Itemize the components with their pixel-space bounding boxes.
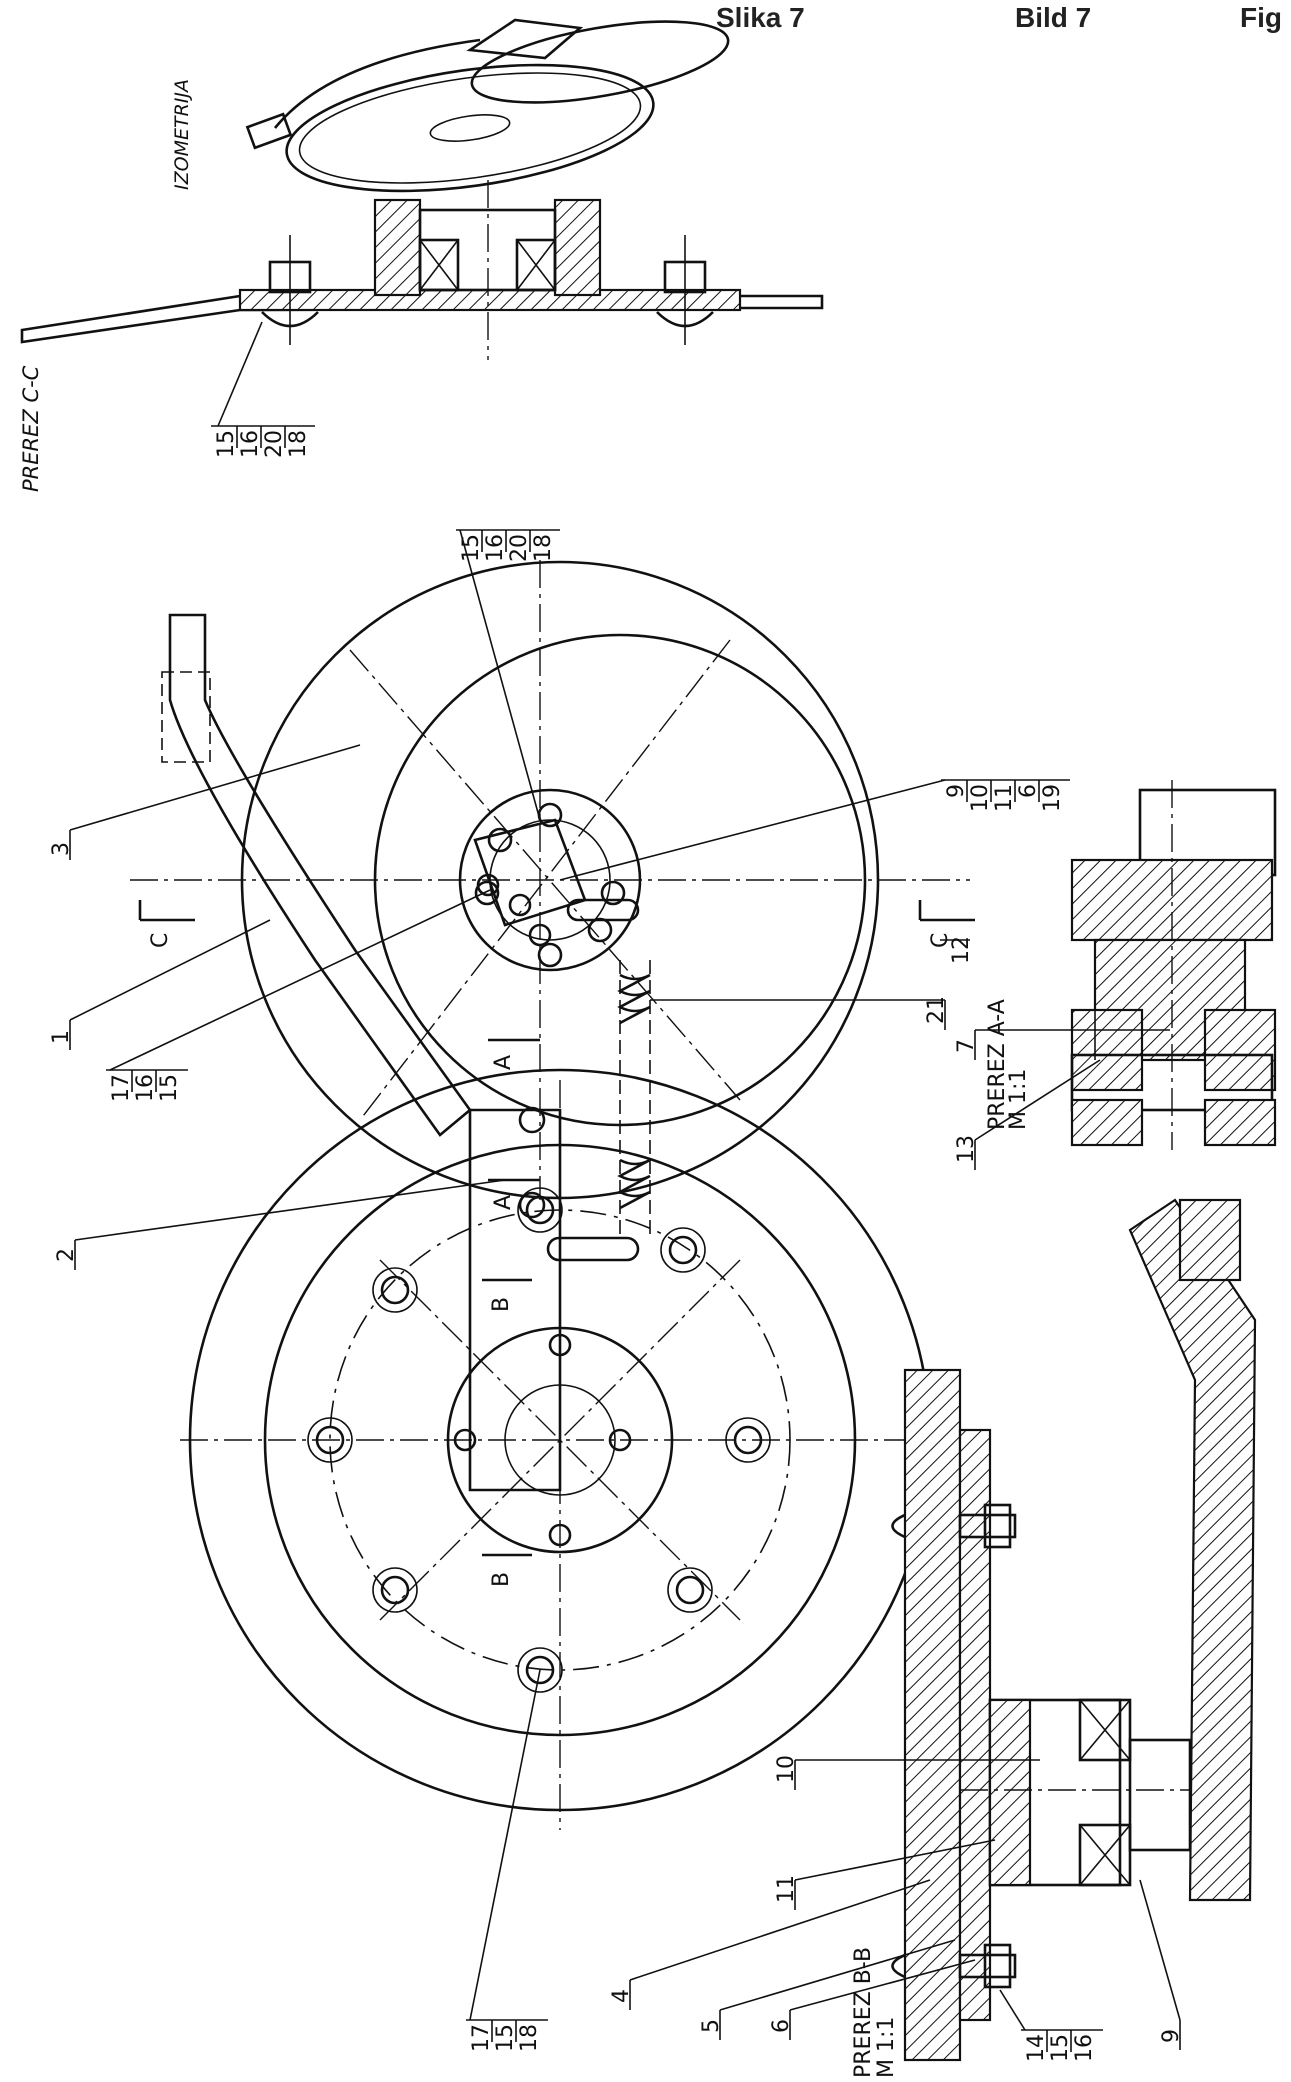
- cut-mark-a: A A: [488, 1038, 540, 1210]
- upper-disk: [130, 560, 970, 1200]
- callout-hub-group: 9 10 11 6 19: [941, 779, 1070, 812]
- bb-callout-1: 14: [1024, 2034, 1049, 2062]
- section-b-b-view: [891, 1198, 1257, 2062]
- cut-b-upper: B: [489, 1297, 514, 1312]
- bb-bolt-upper: [958, 1513, 1017, 1539]
- cut-a-lower: A: [491, 1195, 516, 1210]
- bb-bolt-lower: [958, 1953, 1017, 1979]
- callout-4: 4: [609, 1989, 634, 2003]
- hub-wall-right: [553, 198, 602, 297]
- lower-left-callout-3: 18: [517, 2024, 542, 2052]
- callout-6: 6: [769, 2019, 794, 2033]
- callout-5: 5: [699, 2019, 724, 2033]
- callout-10: 10: [774, 1755, 799, 1783]
- bb-callout-3: 16: [1072, 2034, 1097, 2062]
- lower-left-callout-1: 17: [469, 2024, 494, 2052]
- section-a-a-view: [1070, 780, 1277, 1150]
- cc-callout-1: 15: [214, 430, 239, 458]
- disk-callout-4: 18: [531, 534, 556, 562]
- callout-1: 1: [49, 1030, 74, 1044]
- bb-plate-left: [903, 1368, 962, 2062]
- iso-disk-front: [285, 63, 655, 193]
- isometry-view: [245, 18, 730, 193]
- isometry-title: IZOMETRIJA: [171, 79, 193, 190]
- callout-lower-left-group: 17 15 18: [466, 2019, 548, 2052]
- hub-callout-4: 6: [1016, 784, 1041, 798]
- spring-21-upper: [617, 973, 651, 1025]
- callout-11: 11: [774, 1875, 799, 1903]
- callout-21: 21: [924, 996, 949, 1024]
- disk-callout-1: 15: [459, 534, 484, 562]
- callout-7: 7: [954, 1039, 979, 1053]
- hub-wall-left: [373, 198, 422, 297]
- bolt-head-right: [656, 311, 714, 328]
- link-rod-upper: [566, 898, 640, 922]
- callout-9: 9: [1159, 2029, 1184, 2043]
- callout-disk-group: 15 16 20 18: [456, 529, 560, 562]
- bb-shaft: [1128, 1738, 1192, 1852]
- bild-label: Bild 7: [1015, 2, 1092, 33]
- hub-callout-1: 9: [944, 784, 969, 798]
- section-aa-title: PREREZ A-A: [985, 999, 1010, 1130]
- lower-left-callout-2: 15: [493, 2024, 518, 2052]
- iso-arm-curve: [273, 38, 481, 129]
- iso-arm: [466, 18, 584, 60]
- callout-12: 12: [949, 936, 974, 964]
- iso-disk-back: [470, 20, 730, 104]
- bearing-left: [418, 238, 460, 292]
- section-bb-title: PREREZ B-B: [851, 1947, 876, 2078]
- bb-bearing-top: [1078, 1698, 1132, 1762]
- bb-callout-2: 15: [1048, 2034, 1073, 2062]
- bb-bearing-bottom: [1078, 1823, 1132, 1887]
- cut-a-upper: A: [491, 1055, 516, 1070]
- callout-2: 2: [54, 1248, 79, 1262]
- iso-bracket: [245, 112, 293, 150]
- hub-callout-3: 11: [992, 784, 1017, 812]
- disk-callout-2: 16: [483, 534, 508, 562]
- callout-13: 13: [954, 1135, 979, 1163]
- cut-c-top: C: [148, 933, 173, 948]
- bolt-callout-1: 17: [109, 1074, 134, 1102]
- callout-3: 3: [49, 842, 74, 856]
- cut-b-lower: B: [489, 1572, 514, 1587]
- arm-1-bent: [168, 613, 472, 1137]
- bb-bracket-right: [1128, 1198, 1257, 1902]
- cc-callout-3: 20: [262, 430, 287, 458]
- bolt-callout-2: 16: [133, 1074, 158, 1102]
- slika-label: Slika 7: [716, 2, 805, 33]
- cut-mark-c: C C: [138, 900, 975, 948]
- bolt-callout-3: 15: [157, 1074, 182, 1102]
- bearing-right: [515, 238, 557, 292]
- callout-bb-group: 14 15 16: [1021, 2029, 1103, 2062]
- callout-bolt-group: 17 16 15: [106, 1069, 188, 1102]
- cut-mark-b: B B: [482, 1278, 532, 1587]
- arm-2-bar: [468, 1108, 562, 1492]
- bolt-head-left: [261, 311, 319, 328]
- section-cc-title: PREREZ C-C: [19, 365, 43, 492]
- section-c-c-view: [20, 180, 824, 427]
- frame-linkage: [161, 613, 651, 1492]
- hub-callout-2: 10: [968, 784, 993, 812]
- hub-callout-5: 19: [1040, 784, 1065, 812]
- spring-21-lower: [617, 1158, 651, 1210]
- lower-outer-bolts: [307, 1187, 771, 1693]
- cc-callout-4: 18: [286, 430, 311, 458]
- fig-label: Fig: [1240, 2, 1282, 33]
- section-aa-scale: M 1:1: [1006, 1069, 1031, 1130]
- section-bb-scale: M 1:1: [874, 2017, 899, 2078]
- link-rod: [546, 1236, 640, 1262]
- upper-hub-bolts: [474, 802, 626, 968]
- callout-cc-group: 15 16 20 18: [211, 425, 315, 458]
- cc-callout-2: 16: [238, 430, 263, 458]
- disk-callout-3: 20: [507, 534, 532, 562]
